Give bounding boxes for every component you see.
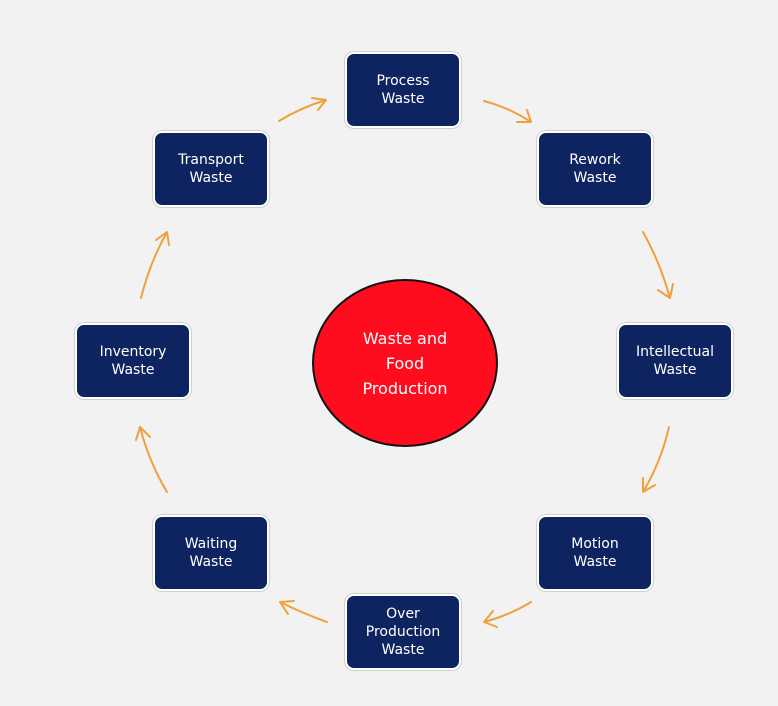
node-waiting-waste: Waiting Waste <box>153 515 269 591</box>
arrow-transport-to-process <box>278 97 327 122</box>
node-inventory-waste: Inventory Waste <box>75 323 191 399</box>
arrow-waiting-to-inventory <box>135 426 168 493</box>
arrow-rework-to-intellectual <box>642 231 674 299</box>
node-over-production-waste: Over Production Waste <box>345 594 461 670</box>
node-motion-waste: Motion Waste <box>537 515 653 591</box>
arrow-intellectual-to-motion <box>642 426 670 493</box>
arrow-inventory-to-transport <box>140 231 170 299</box>
arrow-process-to-rework <box>483 100 532 123</box>
node-intellectual-waste: Intellectual Waste <box>617 323 733 399</box>
arrow-motion-to-overproduction <box>483 601 532 628</box>
node-transport-waste: Transport Waste <box>153 131 269 207</box>
center-circle-waste-and-food-production: Waste and Food Production <box>312 279 498 447</box>
arrow-overproduction-to-waiting <box>279 600 328 623</box>
node-rework-waste: Rework Waste <box>537 131 653 207</box>
node-process-waste: Process Waste <box>345 52 461 128</box>
